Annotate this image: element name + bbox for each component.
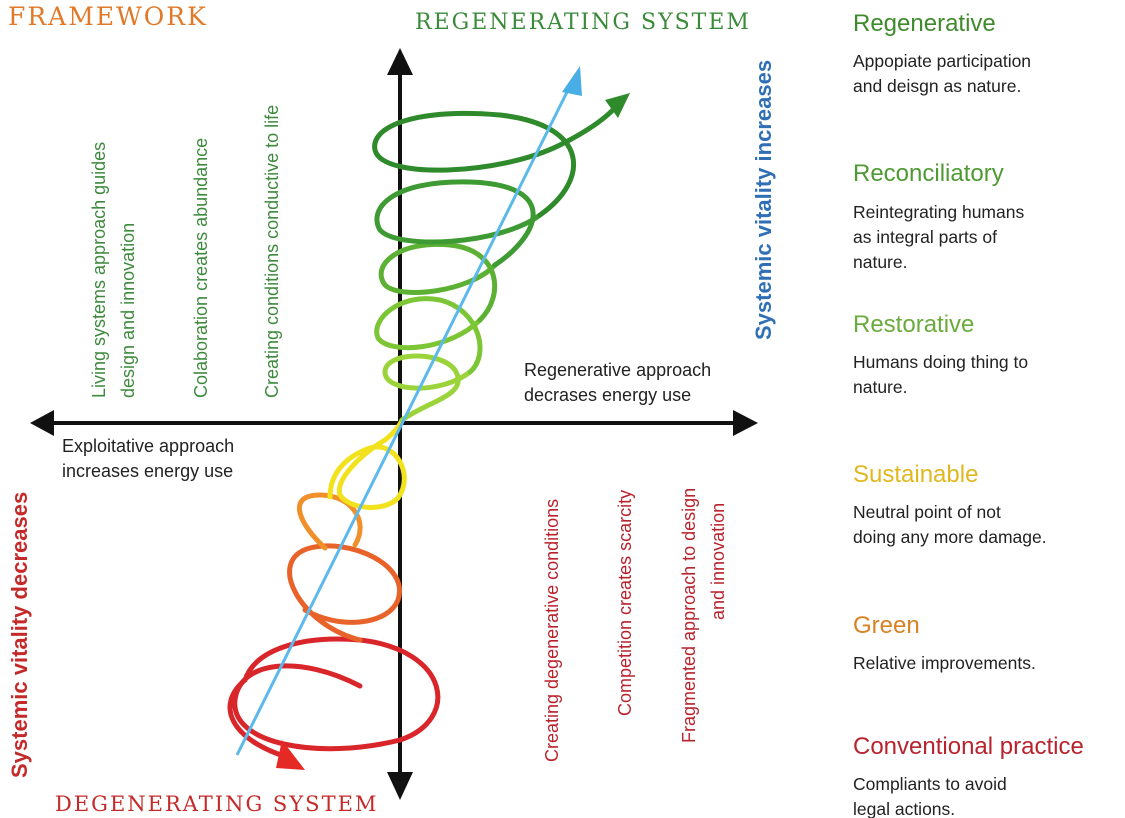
living-systems-label-line-2: design and innovation bbox=[118, 222, 138, 398]
green-spiral-loop-3 bbox=[374, 179, 543, 268]
red-spiral-loop bbox=[232, 636, 441, 752]
collaboration-label: Colaboration creates abundance bbox=[191, 137, 211, 398]
light-green-spiral-loop bbox=[382, 353, 473, 423]
yellow-spiral-loop bbox=[327, 417, 407, 510]
bottom-arrowhead bbox=[387, 772, 413, 800]
legend-desc-reconciliatory: Reintegrating humans as integral parts o… bbox=[853, 202, 1025, 272]
living-systems-label-line-1: Living systems approach guides bbox=[89, 141, 109, 398]
systemic-vitality-increases-label: Systemic vitality increases bbox=[751, 59, 776, 340]
regenerating-system-label: REGENERATING SYSTEM bbox=[415, 10, 751, 35]
legend-title-regenerative: Regenerative bbox=[853, 10, 996, 37]
systemic-vitality-decreases-label: Systemic vitality decreases bbox=[7, 491, 32, 778]
left-arrowhead bbox=[30, 410, 54, 436]
exploitative-approach-annotation: Exploitative approach increases energy u… bbox=[62, 436, 235, 481]
green-spiral-loop-2 bbox=[378, 241, 498, 323]
legend-desc-conventional-practice: Compliants to avoid legal actions. bbox=[853, 774, 1007, 818]
degenerating-system-label: DEGENERATING SYSTEM bbox=[55, 792, 379, 816]
legend-title-green: Green bbox=[853, 612, 920, 639]
red-arrowhead bbox=[276, 740, 305, 770]
legend-desc-green: Relative improvements. bbox=[853, 653, 1036, 673]
legend-desc-regenerative: Appopiate participation and deisgn as na… bbox=[853, 51, 1032, 96]
regenerative-approach-annotation: Regenerative approach decrases energy us… bbox=[524, 360, 712, 405]
legend-title-conventional-practice: Conventional practice bbox=[853, 733, 1084, 760]
red-spiral-tail bbox=[227, 677, 293, 761]
orange-spiral-loop-2 bbox=[297, 492, 363, 551]
blue-arrowhead bbox=[562, 66, 582, 96]
legend-title-reconciliatory: Reconciliatory bbox=[853, 160, 1004, 187]
legend-desc-restorative: Humans doing thing to nature. bbox=[853, 352, 1029, 397]
green-spiral-loop-4 bbox=[372, 99, 623, 218]
green-arrowhead bbox=[605, 93, 630, 118]
competition-label: Competition creates scarcity bbox=[615, 489, 635, 716]
fragmented-approach-label-line-2: and innovation bbox=[708, 502, 728, 620]
framework-title: FRAMEWORK bbox=[8, 2, 208, 31]
right-arrowhead bbox=[733, 410, 758, 436]
green-spiral-loop-1 bbox=[374, 296, 483, 375]
legend-title-sustainable: Sustainable bbox=[853, 461, 979, 488]
orange-spiral-loop bbox=[287, 543, 403, 643]
fragmented-approach-label-line-1: Fragmented approach to design bbox=[679, 487, 699, 743]
creating-conditions-label: Creating conditions conductive to life bbox=[262, 104, 282, 398]
blue-vitality-arrow bbox=[235, 81, 574, 756]
legend-desc-sustainable: Neutral point of not doing any more dama… bbox=[853, 502, 1047, 547]
top-arrowhead bbox=[387, 48, 413, 75]
legend-title-restorative: Restorative bbox=[853, 311, 975, 338]
degenerative-conditions-label: Creating degenerative conditions bbox=[542, 498, 562, 762]
